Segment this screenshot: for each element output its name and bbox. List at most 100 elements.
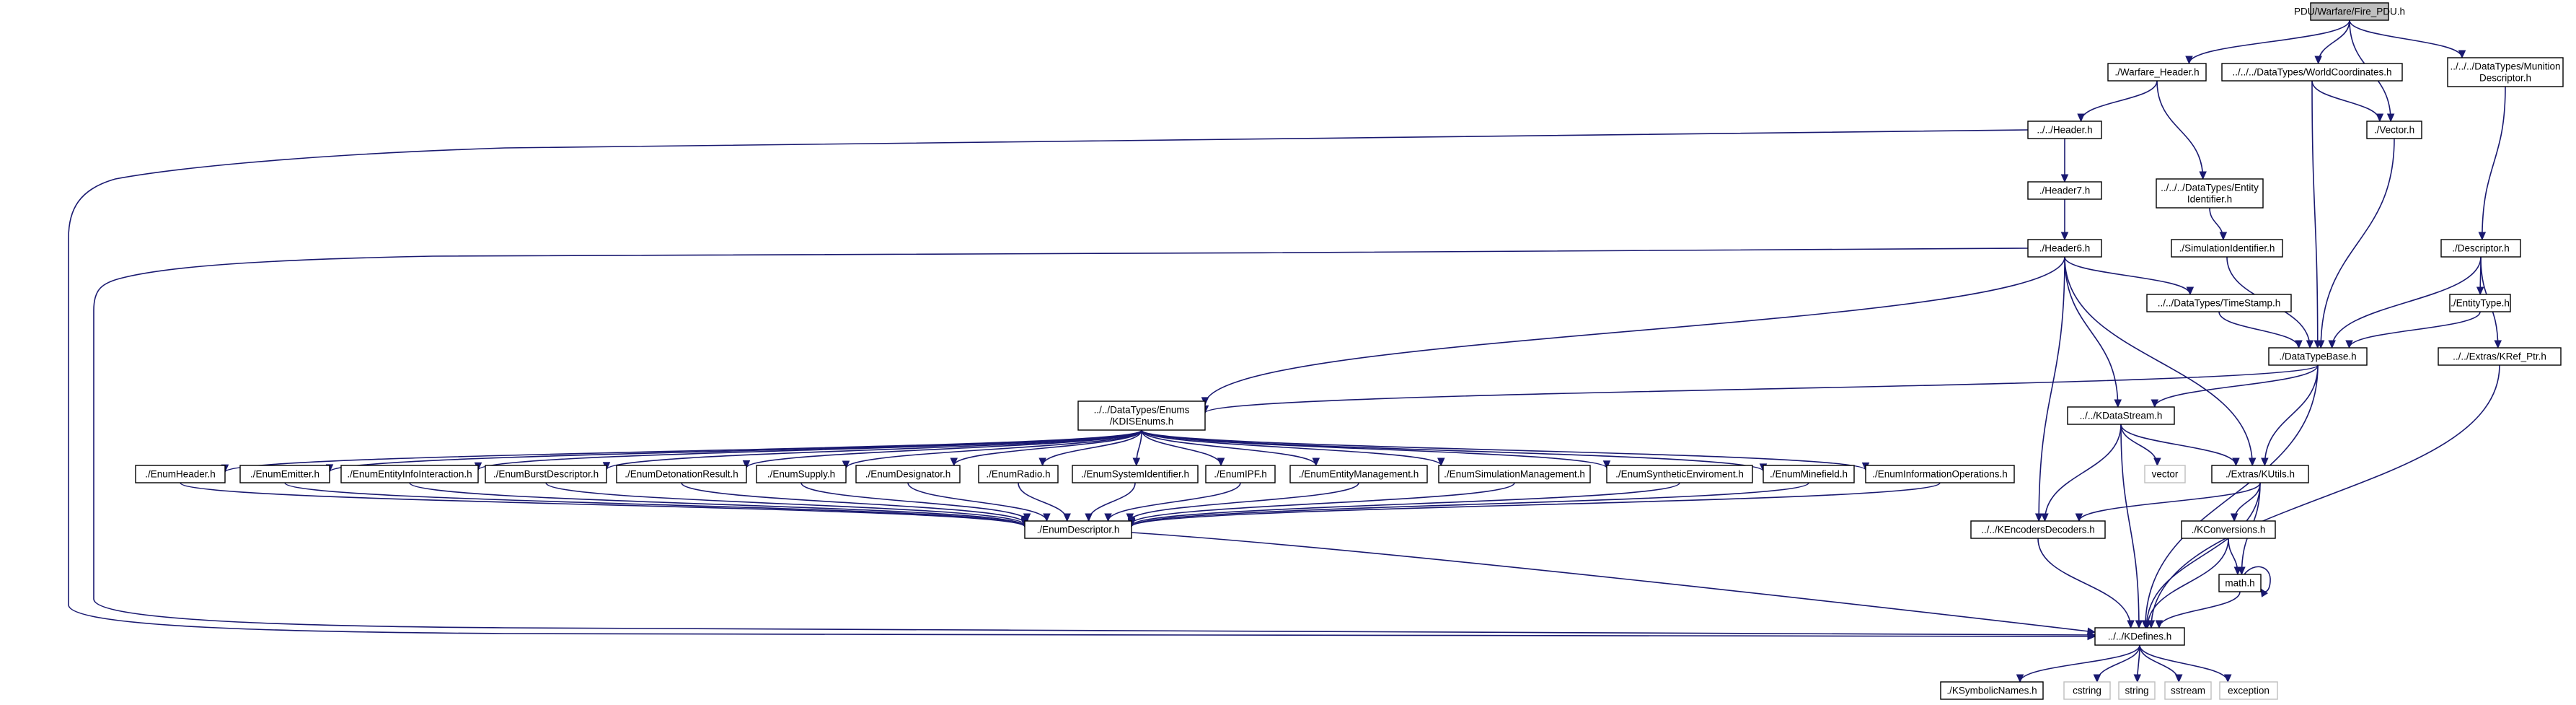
- node-enum-designator[interactable]: ./EnumDesignator.h: [855, 465, 961, 483]
- edge-line: [2145, 482, 2261, 629]
- node-world-coord[interactable]: ../../../DataTypes/WorldCoordinates.h: [2221, 63, 2403, 82]
- node-label: ./Warfare_Header.h: [2114, 67, 2199, 78]
- edge-line: [2037, 538, 2132, 629]
- node-enum-eii[interactable]: ./EnumEntityInfoInteraction.h: [340, 465, 479, 483]
- node-kutils[interactable]: ./Extras/KUtils.h: [2211, 465, 2309, 483]
- node-box: [1763, 465, 1855, 483]
- edge-line: [1131, 482, 1680, 526]
- edge-arrowhead: [2185, 56, 2193, 65]
- node-timestamp[interactable]: ../../DataTypes/TimeStamp.h: [2146, 294, 2292, 312]
- edge-line: [746, 429, 1142, 469]
- node-kencoders[interactable]: ../../KEncodersDecoders.h: [1970, 520, 2106, 539]
- edge-arrowhead: [2260, 587, 2269, 597]
- edge-arrowhead: [2230, 513, 2238, 522]
- node-enum-emitter[interactable]: ./EnumEmitter.h: [239, 465, 330, 483]
- graph-nodes: PDU/Warfare/Fire_PDU.h ./Warfare_Header.h…: [135, 2, 2564, 700]
- node-box: [2027, 121, 2102, 139]
- node-label: vector: [2152, 469, 2179, 480]
- node-enum-burst[interactable]: ./EnumBurstDescriptor.h: [485, 465, 607, 483]
- node-disenums[interactable]: ../../DataTypes/Enums/KDISEnums.h: [1077, 400, 1206, 431]
- node-box: [135, 465, 226, 483]
- node-enum-radio[interactable]: ./EnumRadio.h: [978, 465, 1059, 483]
- edge-line: [1141, 429, 1442, 466]
- node-sim-id[interactable]: ./SimulationIdentifier.h: [2171, 239, 2283, 258]
- edge-enum_emitter-to-enum_desc: [284, 482, 1029, 527]
- node-header7[interactable]: ./Header7.h: [2027, 181, 2102, 200]
- edge-line: [2218, 311, 2300, 349]
- graph-edges: [68, 19, 2506, 683]
- node-label: ../../../DataTypes/Munition: [2450, 61, 2560, 72]
- node-enum-synth[interactable]: ./EnumSyntheticEnviroment.h: [1606, 465, 1753, 483]
- node-enum-ipf[interactable]: ./EnumIPF.h: [1205, 465, 1276, 483]
- edge-kdatastream-to-kdefines: [2120, 424, 2143, 629]
- edge-arrowhead: [2151, 399, 2159, 408]
- edge-arrowhead: [2133, 674, 2142, 683]
- node-entity-type[interactable]: ./EntityType.h: [2449, 294, 2511, 312]
- node-box: [2438, 347, 2562, 366]
- node-vector-h[interactable]: ./Vector.h: [2366, 121, 2422, 139]
- node-label: ./EnumSyntheticEnviroment.h: [1615, 469, 1744, 480]
- node-box: [2063, 681, 2111, 700]
- node-ksymbolic[interactable]: ./KSymbolicNames.h: [1940, 681, 2044, 700]
- node-warfare-header[interactable]: ./Warfare_Header.h: [2107, 63, 2207, 82]
- node-label: ./EnumInformationOperations.h: [1872, 469, 2008, 480]
- node-enum-header[interactable]: ./EnumHeader.h: [135, 465, 226, 483]
- node-header6[interactable]: ./Header6.h: [2027, 239, 2102, 258]
- node-box: [1289, 465, 1428, 483]
- node-descriptor[interactable]: ./Descriptor.h: [2440, 239, 2521, 258]
- edge-arrowhead: [2199, 171, 2207, 180]
- node-enum-sysid[interactable]: ./EnumSystemIdentifier.h: [1072, 465, 1199, 483]
- edge-kutils-to-kencoders: [2075, 482, 2261, 522]
- edge-line: [2078, 482, 2261, 522]
- node-label: ./EnumIPF.h: [1214, 469, 1267, 480]
- node-enum-minefield[interactable]: ./EnumMinefield.h: [1763, 465, 1855, 483]
- node-box: [978, 465, 1059, 483]
- node-label: ../../DataTypes/Enums: [1094, 405, 1190, 416]
- node-label: ../../KEncodersDecoders.h: [1981, 525, 2095, 535]
- edge-arrowhead: [2114, 399, 2122, 408]
- node-exception: exception: [2219, 681, 2278, 700]
- node-kdefines[interactable]: ../../KDefines.h: [2094, 627, 2185, 646]
- node-string: string: [2118, 681, 2156, 700]
- node-enum-infoops[interactable]: ./EnumInformationOperations.h: [1865, 465, 2015, 483]
- node-kref-ptr[interactable]: ../../Extras/KRef_Ptr.h: [2438, 347, 2562, 366]
- node-box: [1077, 400, 1206, 431]
- node-label: ../../../DataTypes/Entity: [2161, 183, 2259, 193]
- node-box: [1606, 465, 1753, 483]
- edge-kdefines-to-ksymbolic: [2016, 644, 2140, 683]
- node-box: [2118, 681, 2156, 700]
- edge-arrowhead: [2060, 232, 2069, 241]
- node-enum-entmgmt[interactable]: ./EnumEntityManagement.h: [1289, 465, 1428, 483]
- node-box: [756, 465, 847, 483]
- edge-arrowhead: [2174, 674, 2183, 683]
- node-label: ./DataTypeBase.h: [2279, 351, 2356, 362]
- edge-line: [2120, 424, 2140, 629]
- edge-line: [2264, 364, 2319, 466]
- node-label: ./EnumSystemIdentifier.h: [1081, 469, 1189, 480]
- node-math-h[interactable]: math.h: [2218, 574, 2262, 592]
- node-enum-simmgmt[interactable]: ./EnumSimulationManagement.h: [1438, 465, 1591, 483]
- node-label: ../../Extras/KRef_Ptr.h: [2453, 351, 2546, 362]
- node-kconversions[interactable]: ./KConversions.h: [2181, 520, 2276, 539]
- edge-datatypebase-to-kdatastream: [2151, 364, 2319, 408]
- node-enum-detonation[interactable]: ./EnumDetonationResult.h: [616, 465, 747, 483]
- edge-vector_h-to-datatypebase: [2316, 138, 2395, 349]
- node-datatypebase[interactable]: ./DataTypeBase.h: [2268, 347, 2368, 366]
- node-kdatastream[interactable]: ../../KDataStream.h: [2067, 406, 2175, 425]
- edge-line: [1204, 256, 2065, 405]
- edge-arrowhead: [2127, 620, 2135, 629]
- edge-line: [1131, 482, 1809, 527]
- edge-arrowhead: [2077, 113, 2085, 123]
- edge-arrowhead: [1085, 513, 1093, 522]
- node-enum-supply[interactable]: ./EnumSupply.h: [756, 465, 847, 483]
- node-vector-sys: vector: [2144, 465, 2186, 483]
- node-label: ./Header7.h: [2039, 185, 2091, 196]
- node-header-h[interactable]: ../../Header.h: [2027, 121, 2102, 139]
- edge-arrowhead: [2476, 286, 2484, 296]
- node-label: ../../Header.h: [2037, 125, 2092, 136]
- node-enum-desc[interactable]: ./EnumDescriptor.h: [1024, 520, 1132, 539]
- node-fire[interactable]: PDU/Warfare/Fire_PDU.h: [2294, 2, 2405, 21]
- edge-line: [1141, 429, 1317, 466]
